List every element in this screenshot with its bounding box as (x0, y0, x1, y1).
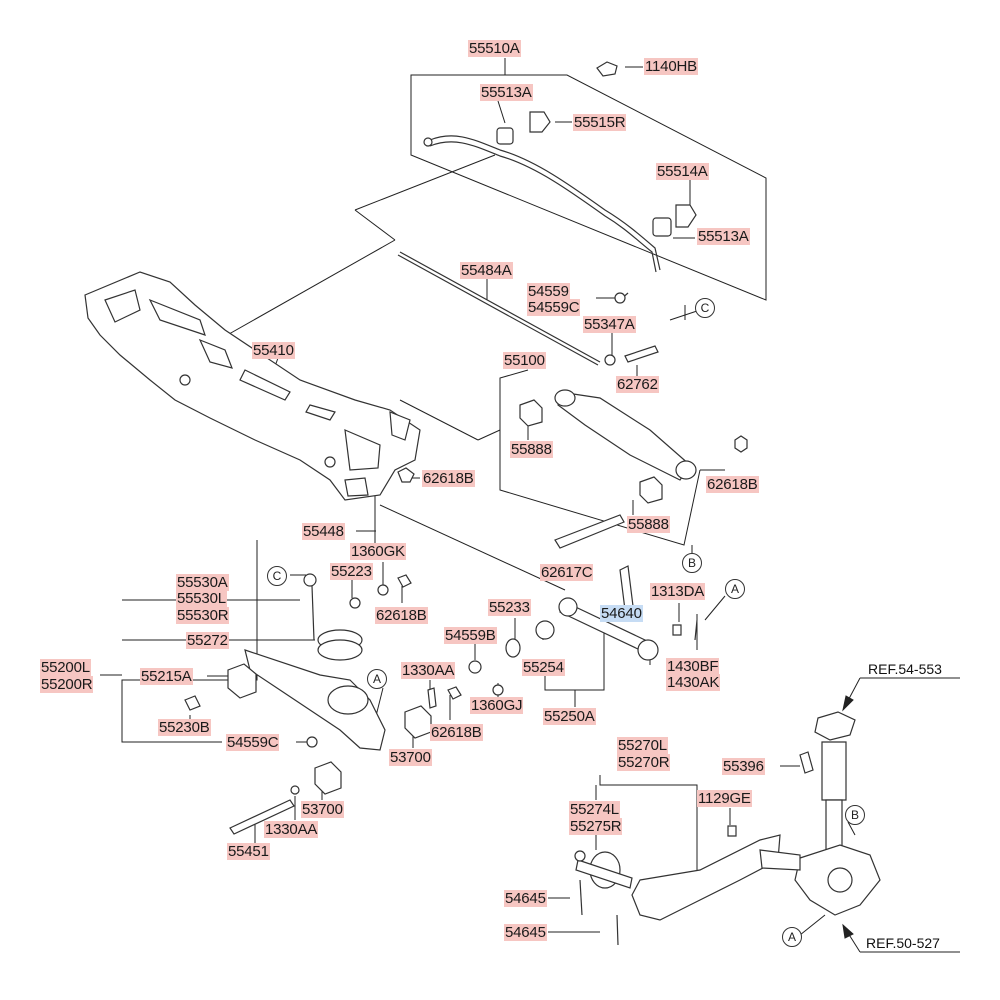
part-label-1360GK[interactable]: 1360GK (350, 543, 406, 560)
upper-arm-drawing (397, 389, 748, 549)
callout-marker-c-top: C (695, 298, 715, 318)
part-label-55410[interactable]: 55410 (252, 342, 295, 359)
part-label-62762[interactable]: 62762 (616, 376, 659, 393)
part-label-1360GJ[interactable]: 1360GJ (470, 697, 524, 714)
part-label-55100[interactable]: 55100 (503, 352, 546, 369)
callout-marker-a-knuckle: A (782, 927, 802, 947)
part-label-55347A[interactable]: 55347A (583, 316, 636, 333)
part-label-62618B-mid[interactable]: 62618B (422, 470, 475, 487)
rod-drawing (397, 251, 659, 366)
part-label-1430BF[interactable]: 1430BF (666, 658, 720, 675)
part-label-53700-a[interactable]: 53700 (389, 749, 432, 766)
part-label-55215A[interactable]: 55215A (140, 668, 193, 685)
part-label-1140HB[interactable]: 1140HB (644, 58, 698, 75)
stabilizer-bar-drawing (423, 61, 697, 304)
lower-arm-drawing (184, 573, 462, 835)
part-label-55513A-right[interactable]: 55513A (697, 228, 750, 245)
part-label-55510A[interactable]: 55510A (468, 40, 521, 57)
part-label-54645-b[interactable]: 54645 (504, 924, 547, 941)
callout-marker-a-lower-arm: A (367, 669, 387, 689)
part-label-55272[interactable]: 55272 (186, 632, 229, 649)
leader-lines (100, 58, 960, 953)
knuckle-drawing (574, 711, 881, 946)
part-label-55274L[interactable]: 55274L (569, 801, 620, 818)
part-label-1313DA[interactable]: 1313DA (650, 583, 706, 600)
part-label-55200R[interactable]: 55200R (40, 676, 94, 693)
callout-marker-b-upper: B (682, 553, 702, 573)
lateral-link-drawing (468, 565, 698, 696)
part-label-55270L[interactable]: 55270L (617, 737, 668, 754)
part-label-54559C-bottom[interactable]: 54559C (226, 734, 280, 751)
part-label-1129GE[interactable]: 1129GE (697, 790, 752, 807)
part-label-55233[interactable]: 55233 (488, 599, 531, 616)
reference-label-bottom[interactable]: REF.50-527 (866, 935, 940, 951)
part-label-55223[interactable]: 55223 (330, 563, 373, 580)
part-label-55530R[interactable]: 55530R (176, 607, 230, 624)
part-label-62618B-c[interactable]: 62618B (430, 724, 483, 741)
part-label-54645-a[interactable]: 54645 (504, 890, 547, 907)
part-label-55888-a[interactable]: 55888 (510, 441, 553, 458)
crossmember-drawing (84, 271, 421, 501)
part-label-55254[interactable]: 55254 (522, 659, 565, 676)
callout-marker-b-knuckle: B (845, 805, 865, 825)
part-label-1430AK[interactable]: 1430AK (666, 674, 721, 691)
part-label-55484A[interactable]: 55484A (460, 262, 513, 279)
part-label-55888-b[interactable]: 55888 (627, 516, 670, 533)
part-label-55200L[interactable]: 55200L (40, 659, 91, 676)
part-label-54559B[interactable]: 54559B (444, 627, 497, 644)
part-label-55515R[interactable]: 55515R (573, 114, 627, 131)
part-label-55530A[interactable]: 55530A (176, 574, 229, 591)
part-label-54559[interactable]: 54559 (527, 283, 570, 300)
part-label-55275R[interactable]: 55275R (569, 818, 623, 835)
part-label-55513A-top[interactable]: 55513A (480, 84, 533, 101)
part-label-54559C-top[interactable]: 54559C (527, 299, 581, 316)
part-label-55250A[interactable]: 55250A (543, 708, 596, 725)
part-label-1330AA-bottom[interactable]: 1330AA (264, 821, 319, 838)
part-label-62618B-right[interactable]: 62618B (706, 476, 759, 493)
reference-label-top[interactable]: REF.54-553 (868, 661, 942, 677)
part-label-55451[interactable]: 55451 (227, 843, 270, 860)
callout-marker-a-right: A (725, 579, 745, 599)
part-label-55448[interactable]: 55448 (302, 523, 345, 540)
part-label-55396[interactable]: 55396 (722, 758, 765, 775)
part-label-55270R[interactable]: 55270R (617, 754, 671, 771)
part-label-55514A[interactable]: 55514A (656, 163, 709, 180)
part-label-1330AA-top[interactable]: 1330AA (401, 662, 456, 679)
part-label-54640[interactable]: 54640 (600, 605, 643, 622)
part-label-55230B[interactable]: 55230B (158, 719, 211, 736)
part-label-53700-b[interactable]: 53700 (301, 801, 344, 818)
part-label-62618B-b[interactable]: 62618B (375, 607, 428, 624)
part-label-62617C[interactable]: 62617C (540, 564, 594, 581)
callout-marker-c-left: C (267, 566, 287, 586)
part-label-55530L[interactable]: 55530L (176, 590, 227, 607)
